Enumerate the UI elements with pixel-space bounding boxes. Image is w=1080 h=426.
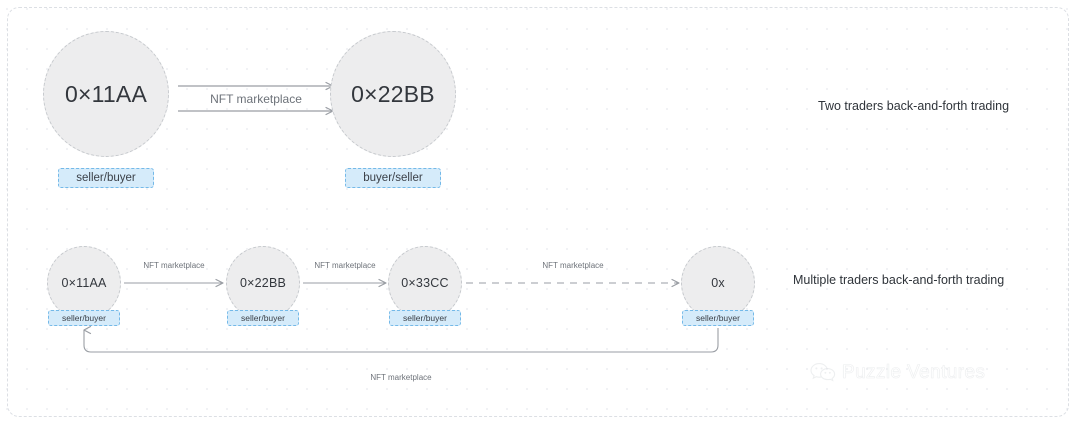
edge-label-bottom-1: NFT marketplace	[143, 261, 205, 270]
node-label: 0x	[711, 276, 725, 290]
edge-label-bottom-2: NFT marketplace	[314, 261, 376, 270]
edge-label-bottom-3: NFT marketplace	[542, 261, 604, 270]
caption-two-traders: Two traders back-and-forth trading	[818, 99, 1010, 113]
node-bottom-0x22BB[interactable]: 0×22BB	[226, 246, 300, 320]
pill-label: buyer/seller	[363, 172, 423, 184]
pill-label: seller/buyer	[62, 313, 106, 323]
pill-top-0x11AA-role[interactable]: seller/buyer	[58, 168, 154, 188]
node-top-0x22BB[interactable]: 0×22BB	[330, 31, 456, 157]
watermark: Puzzle Ventures	[810, 362, 985, 384]
pill-bottom-0x11AA-role[interactable]: seller/buyer	[48, 310, 120, 326]
node-bottom-0x33CC[interactable]: 0×33CC	[388, 246, 462, 320]
pill-top-0x22BB-role[interactable]: buyer/seller	[345, 168, 441, 188]
node-label: 0×11AA	[61, 276, 107, 290]
diagram-frame	[7, 7, 1069, 417]
node-bottom-0x11AA[interactable]: 0×11AA	[47, 246, 121, 320]
pill-bottom-0x-role[interactable]: seller/buyer	[682, 310, 754, 326]
edge-label-bottom-return: NFT marketplace	[370, 373, 432, 382]
node-bottom-0x[interactable]: 0x	[681, 246, 755, 320]
pill-label: seller/buyer	[241, 313, 285, 323]
pill-label: seller/buyer	[403, 313, 447, 323]
watermark-text: Puzzle Ventures	[842, 362, 986, 384]
node-label: 0×11AA	[65, 80, 147, 107]
pill-bottom-0x22BB-role[interactable]: seller/buyer	[227, 310, 299, 326]
caption-multiple-traders: Multiple traders back-and-forth trading	[793, 273, 1005, 287]
node-label: 0×22BB	[239, 276, 287, 290]
pill-label: seller/buyer	[76, 172, 136, 184]
node-label: 0×22BB	[351, 80, 435, 107]
node-top-0x11AA[interactable]: 0×11AA	[43, 31, 169, 157]
edge-label-top: NFT marketplace	[210, 92, 302, 106]
pill-bottom-0x33CC-role[interactable]: seller/buyer	[389, 310, 461, 326]
edge-return-loop	[83, 325, 719, 353]
wechat-icon	[810, 363, 836, 382]
node-label: 0×33CC	[401, 276, 449, 290]
pill-label: seller/buyer	[696, 313, 740, 323]
